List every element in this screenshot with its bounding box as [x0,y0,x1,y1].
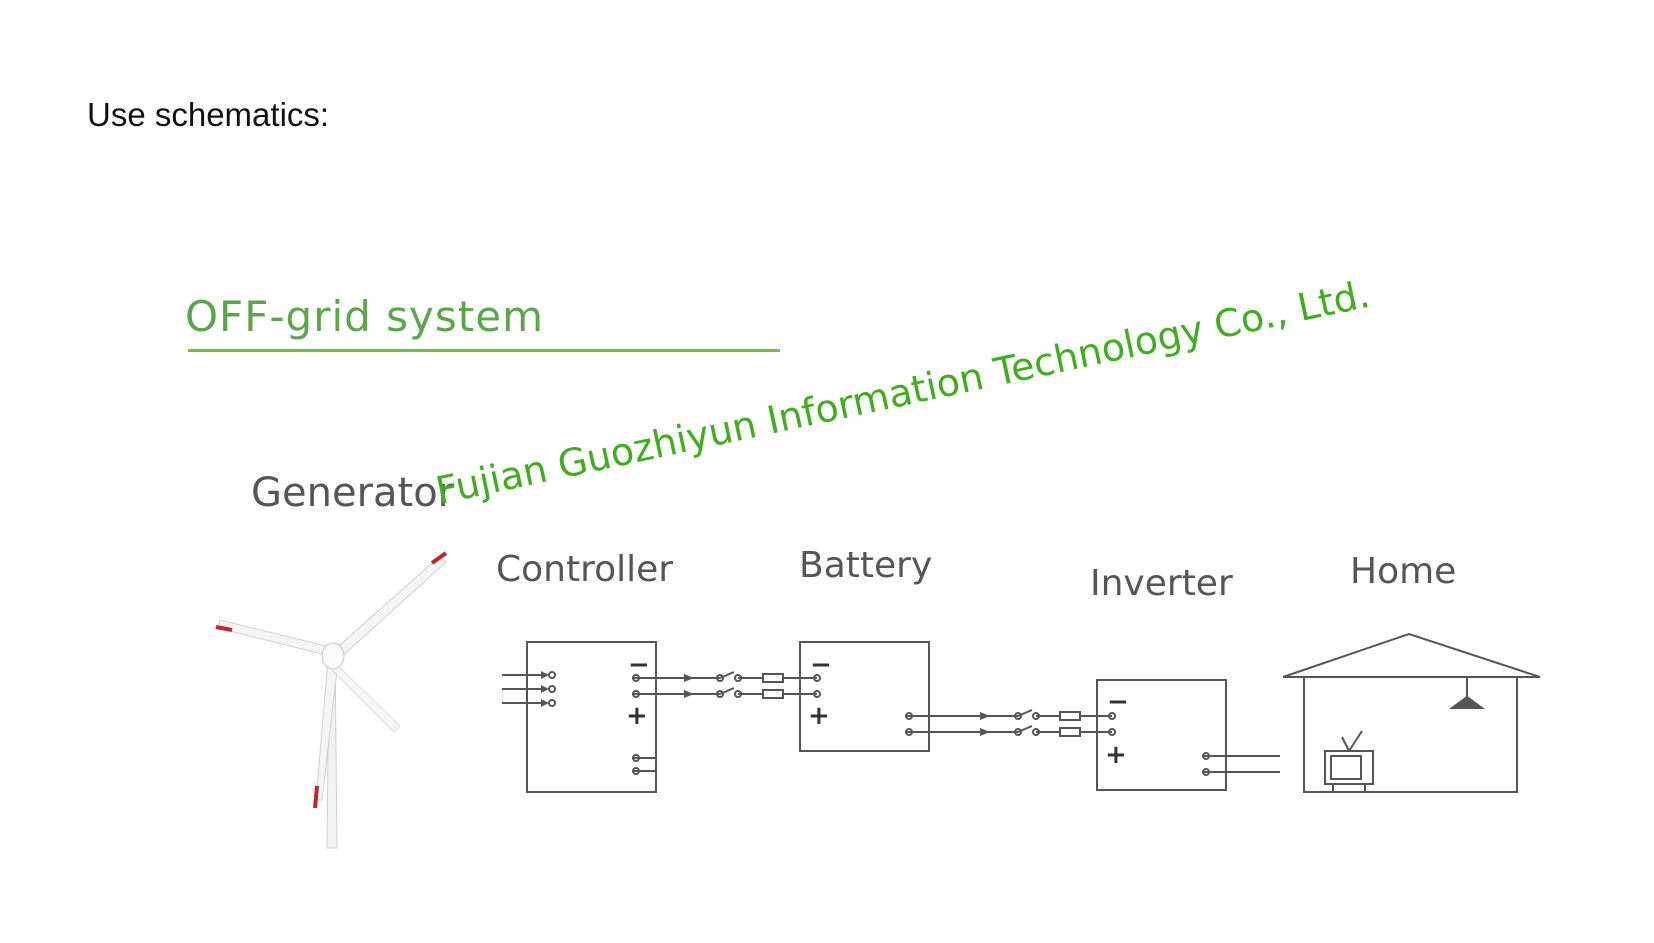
wind-turbine-icon [215,551,448,849]
controller-box [502,641,668,793]
controller-minus-sign: − [628,650,650,680]
battery-minus-sign: − [810,650,832,680]
generator-label: Generator [251,470,455,516]
inverter-label: Inverter [1090,563,1233,604]
inverter-plus-sign: + [1105,740,1127,770]
controller-plus-sign: + [626,701,648,731]
controller-input-arrows [541,671,549,707]
arrow-icons-to-battery [684,674,694,698]
battery-label: Battery [799,545,933,586]
intro-text: Use schematics: [87,96,330,133]
home-icon [1282,632,1541,793]
tv-icon [1324,730,1374,792]
wires-battery-to-inverter [929,709,1116,737]
controller-label: Controller [496,549,674,590]
battery-plus-sign: + [808,701,830,731]
arrow-icons-to-inverter [980,712,990,736]
home-label: Home [1350,551,1457,592]
inverter-box [1096,679,1280,791]
inverter-minus-sign: − [1107,687,1129,717]
title-underline [188,349,780,352]
wires-controller-to-battery [656,671,821,699]
section-title: OFF-grid system [185,292,544,341]
